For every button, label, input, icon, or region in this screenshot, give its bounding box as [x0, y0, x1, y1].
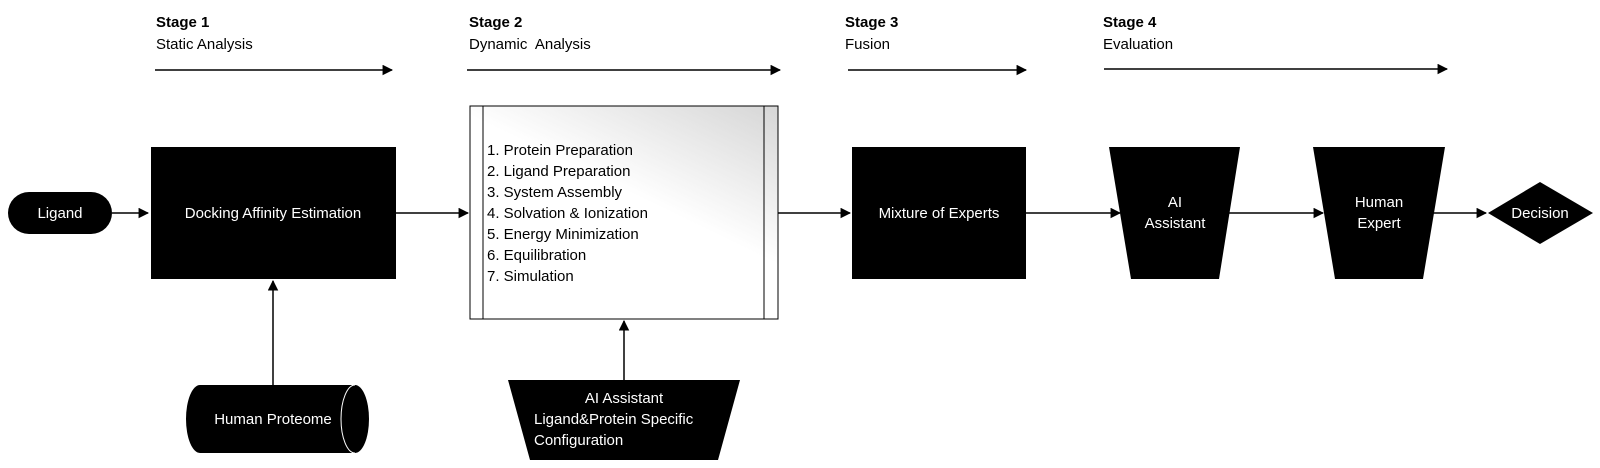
ai-assistant-line-1: AI: [1168, 194, 1182, 211]
human-expert-line-2: Expert: [1357, 215, 1401, 232]
stage-1-header: Stage 1 Static Analysis: [155, 14, 394, 76]
proteome-label: Human Proteome: [214, 411, 332, 428]
md-step: 2. Ligand Preparation: [487, 163, 630, 180]
stage-2-title: Stage 2: [469, 14, 522, 31]
md-step: 1. Protein Preparation: [487, 142, 633, 159]
ai-assistant-node: AI Assistant: [1109, 147, 1240, 279]
ai-config-node: AI Assistant Ligand&Protein Specific Con…: [508, 380, 740, 460]
decision-node: Decision: [1488, 182, 1593, 244]
md-step: 6. Equilibration: [487, 247, 586, 264]
md-steps-list: 1. Protein Preparation 2. Ligand Prepara…: [487, 142, 648, 285]
md-step: 3. System Assembly: [487, 184, 623, 201]
human-expert-line-1: Human: [1355, 194, 1403, 211]
stage-3-title: Stage 3: [845, 14, 898, 31]
docking-label: Docking Affinity Estimation: [185, 205, 361, 222]
docking-node: Docking Affinity Estimation: [151, 147, 396, 279]
md-step: 7. Simulation: [487, 268, 574, 285]
ai-config-line-2: Ligand&Protein Specific: [534, 411, 694, 428]
moe-label: Mixture of Experts: [879, 205, 1000, 222]
md-step: 5. Energy Minimization: [487, 226, 639, 243]
stage-4-subtitle: Evaluation: [1103, 36, 1173, 53]
ai-config-line-1: AI Assistant: [585, 390, 664, 407]
stage-1-title: Stage 1: [156, 14, 209, 31]
human-expert-node: Human Expert: [1313, 147, 1445, 279]
stage-3-subtitle: Fusion: [845, 36, 890, 53]
stage-2-subtitle: Dynamic Analysis: [469, 36, 591, 53]
proteome-node: Human Proteome: [186, 384, 369, 454]
md-step: 4. Solvation & Ionization: [487, 205, 648, 222]
ligand-label: Ligand: [37, 205, 82, 222]
decision-label: Decision: [1511, 205, 1569, 222]
md-process-node: 1. Protein Preparation 2. Ligand Prepara…: [469, 105, 779, 320]
moe-node: Mixture of Experts: [852, 147, 1026, 279]
ligand-node: Ligand: [8, 192, 112, 234]
stage-2-header: Stage 2 Dynamic Analysis: [467, 14, 782, 76]
stage-3-header: Stage 3 Fusion: [845, 14, 1028, 76]
stage-1-subtitle: Static Analysis: [156, 36, 253, 53]
stage-4-title: Stage 4: [1103, 14, 1157, 31]
stage-4-header: Stage 4 Evaluation: [1103, 14, 1449, 75]
ai-assistant-line-2: Assistant: [1145, 215, 1207, 232]
ai-config-line-3: Configuration: [534, 432, 623, 449]
